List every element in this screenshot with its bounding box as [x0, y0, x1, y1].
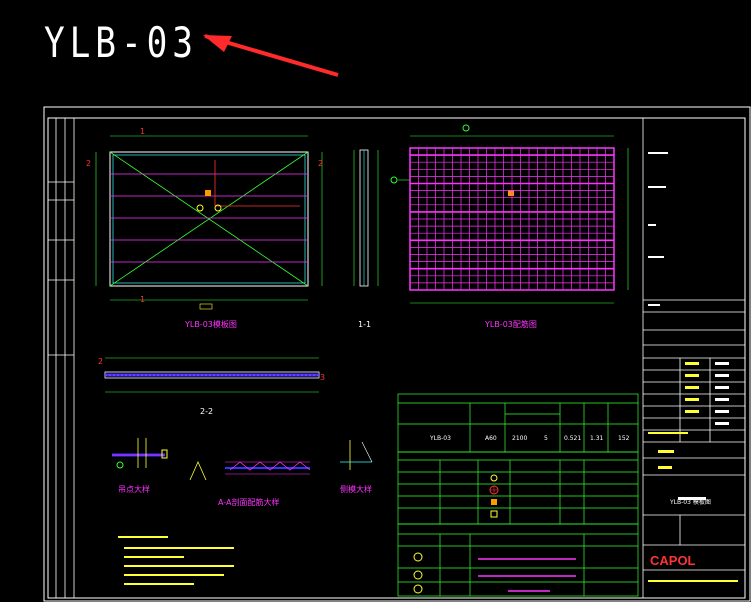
svg-text:1: 1	[140, 127, 145, 136]
svg-text:3: 3	[320, 373, 325, 382]
svg-text:1: 1	[140, 295, 145, 304]
detail-3: 侧模大样	[340, 440, 373, 494]
left-strip	[47, 117, 75, 599]
svg-text:2100: 2100	[512, 435, 527, 442]
section-2-2-caption: 2-2	[200, 407, 213, 416]
table-3-bars	[413, 552, 576, 594]
svg-text:A60: A60	[485, 435, 497, 442]
svg-text:1.31: 1.31	[590, 435, 604, 442]
drawing-title: YLB-03	[44, 18, 198, 67]
plan-a-caption: YLB-03模板图	[184, 319, 237, 329]
detail-2: A-A剖面配筋大样	[189, 461, 311, 507]
section-2-2: 2 3 2-2	[98, 357, 325, 416]
table-2-icons	[489, 474, 499, 518]
svg-text:YLB-03: YLB-03	[429, 435, 451, 442]
detail-1-caption: 吊点大样	[118, 484, 150, 494]
section-1-1-caption: 1-1	[358, 320, 371, 329]
plan-a: 2 2 1 1 YLB-03模板图	[86, 127, 323, 329]
plan-b-caption: YLB-03配筋图	[484, 319, 537, 329]
title-block	[642, 117, 746, 599]
svg-text:2: 2	[86, 159, 91, 168]
table-1	[397, 393, 639, 453]
sheet-outer-frame	[43, 106, 751, 602]
detail-2-caption: A-A剖面配筋大样	[218, 497, 279, 507]
title-block-marks	[648, 152, 738, 582]
sheet-name: YLB-03 模板图	[669, 498, 711, 506]
plan-b: YLB-03配筋图	[390, 124, 629, 329]
svg-text:5: 5	[544, 435, 548, 442]
company-logo: CAPOL	[650, 553, 696, 568]
table-3	[397, 523, 639, 597]
svg-text:2: 2	[98, 357, 103, 366]
svg-text:152: 152	[618, 435, 630, 442]
svg-text:2: 2	[318, 159, 323, 168]
svg-text:0.521: 0.521	[564, 435, 581, 442]
notes	[118, 536, 234, 585]
detail-1: 吊点大样	[112, 438, 168, 494]
table-2	[397, 451, 639, 525]
detail-3-caption: 侧模大样	[340, 484, 372, 494]
section-1-1: 1-1	[353, 149, 379, 329]
table-1-row: YLB-03 A60 2100 5 0.521 1.31 152	[429, 435, 630, 442]
